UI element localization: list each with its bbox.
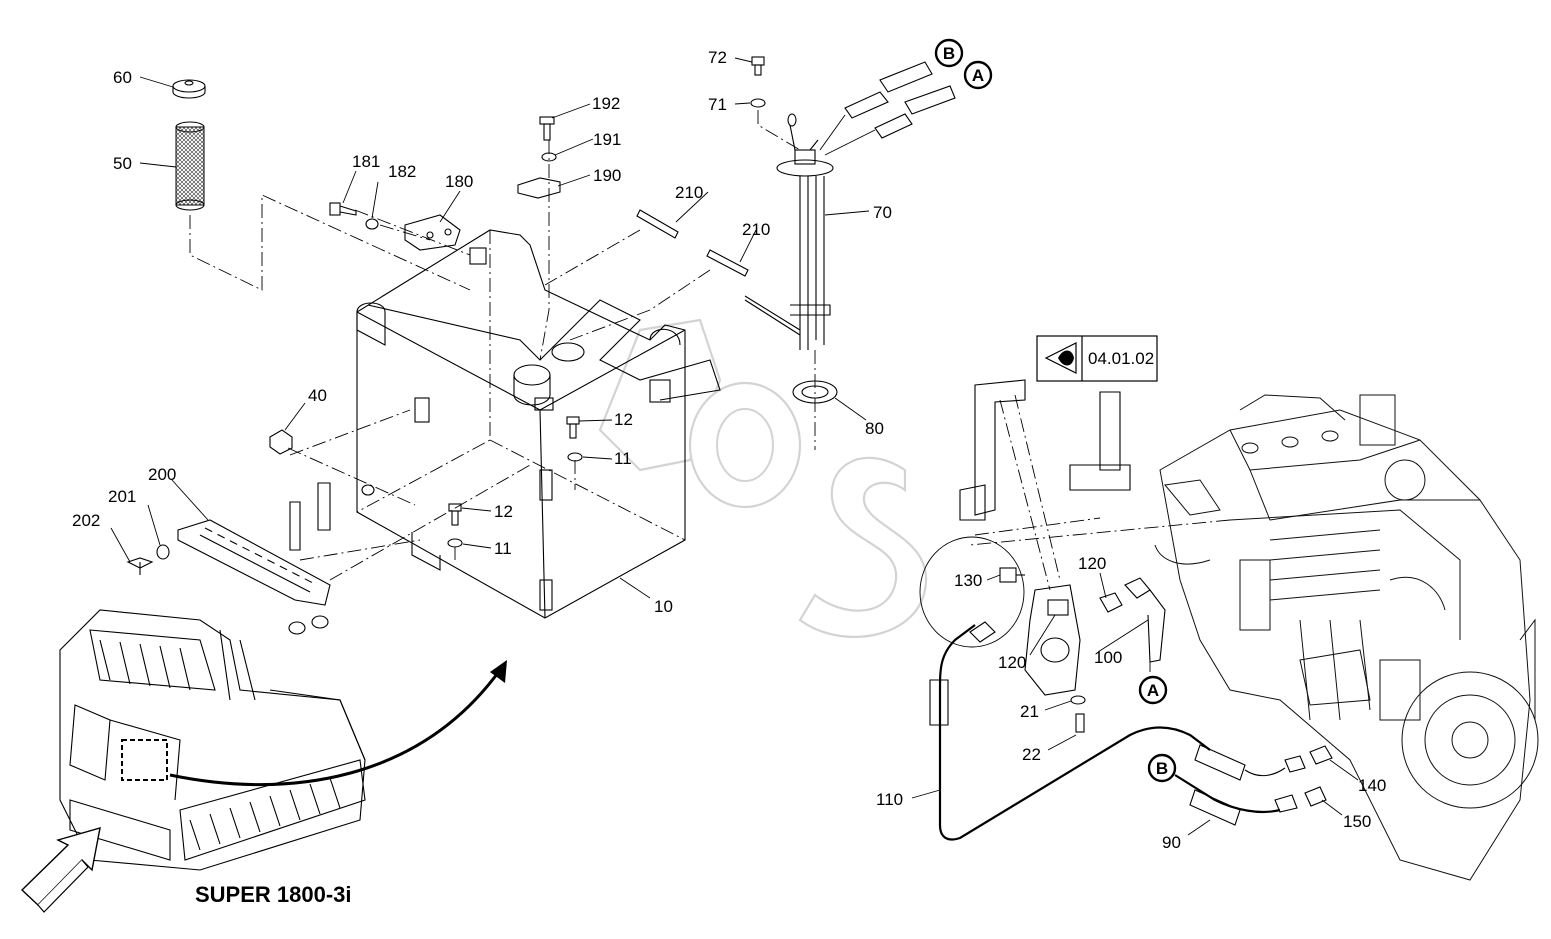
bolt-part-12-upper (566, 416, 580, 439)
washer-part-71 (750, 98, 766, 108)
label-210a: 210 (675, 183, 703, 202)
label-120b: 120 (998, 653, 1026, 672)
engine-illustration (1154, 394, 1539, 881)
fitting-part-140 (1309, 745, 1333, 765)
elbow-fitting-upper (1124, 577, 1166, 663)
callout-a-bottom: A (1138, 675, 1168, 705)
orientation-arrow-icon (20, 827, 101, 913)
bolt-part-22 (1075, 713, 1085, 733)
washer-part-201 (156, 544, 170, 560)
bolt-part-192 (539, 116, 555, 141)
label-80: 80 (865, 419, 884, 438)
view-reference-box: 04.01.02 (1036, 335, 1158, 382)
hose-end-110-top (929, 621, 996, 726)
hose-part-110 (938, 624, 1211, 841)
plug-part-130 (999, 567, 1025, 583)
label-11a: 11 (614, 449, 632, 468)
label-190: 190 (593, 166, 621, 185)
label-11b: 11 (494, 539, 512, 558)
label-100: 100 (1094, 648, 1122, 667)
pin-part-210-a (636, 209, 679, 239)
fitting-part-150 (1304, 786, 1327, 807)
washer-part-21 (1070, 695, 1086, 705)
filter-element-part-50 (175, 121, 205, 211)
label-50: 50 (113, 154, 132, 173)
washer-part-182 (365, 218, 379, 230)
label-120a: 120 (1078, 554, 1106, 573)
label-70: 70 (873, 203, 892, 222)
fitting-a-top (874, 85, 956, 139)
label-201: 201 (108, 487, 136, 506)
svg-text:04.01.02: 04.01.02 (1088, 349, 1154, 368)
label-10: 10 (654, 597, 673, 616)
fitting-b-top (844, 61, 933, 119)
label-192: 192 (592, 94, 620, 113)
hose-part-90 (1174, 774, 1281, 814)
svg-text:B: B (1156, 759, 1168, 778)
label-180: 180 (445, 172, 473, 191)
label-140: 140 (1358, 776, 1386, 795)
label-210b: 210 (742, 220, 770, 239)
eye-view-icon (1044, 342, 1077, 374)
valve-block (1024, 584, 1081, 696)
support-bracket (959, 379, 1131, 521)
hose-end-110-right (1194, 744, 1306, 781)
label-182: 182 (388, 162, 416, 181)
bolt-part-12-lower (448, 503, 462, 526)
hose-end-90 (1189, 789, 1298, 826)
label-110: 110 (876, 790, 903, 809)
filter-cap-part-60 (172, 79, 206, 99)
label-90: 90 (1162, 833, 1181, 852)
svg-text:A: A (1147, 681, 1159, 700)
label-202: 202 (72, 511, 100, 530)
svg-text:B: B (943, 44, 955, 63)
label-12a: 12 (614, 410, 633, 429)
washer-part-11-lower (447, 538, 463, 548)
studs (288, 482, 331, 635)
label-40: 40 (308, 386, 327, 405)
bolt-part-202 (126, 557, 154, 575)
washer-part-11-upper (567, 452, 583, 462)
paver-machine-illustration (59, 609, 366, 871)
direction-arrow-icon (169, 669, 502, 787)
label-191: 191 (593, 130, 621, 149)
callout-a-top: A (963, 60, 993, 90)
fitting-part-120-upper (1099, 592, 1123, 613)
label-200: 200 (148, 465, 176, 484)
model-label: SUPER 1800-3i (195, 882, 352, 907)
clamp-part-190 (517, 177, 561, 199)
mounting-plate-part-200 (177, 519, 331, 606)
level-sensor-part-70 (744, 113, 834, 350)
label-181: 181 (352, 152, 380, 171)
label-130: 130 (954, 571, 982, 590)
callout-b-top: B (934, 38, 964, 68)
label-22: 22 (1022, 745, 1041, 764)
label-60: 60 (113, 68, 132, 87)
watermark (598, 318, 928, 638)
hydraulic-tank-part-10 (356, 229, 721, 619)
nut-part-40 (269, 429, 293, 455)
label-12b: 12 (494, 502, 513, 521)
screw-part-72 (751, 56, 765, 76)
bracket-part-180 (404, 214, 461, 251)
pin-part-210-b (706, 249, 749, 277)
bolt-part-181 (329, 202, 357, 216)
svg-text:A: A (972, 66, 984, 85)
label-72: 72 (708, 48, 727, 67)
label-21: 21 (1020, 702, 1039, 721)
callout-b-bottom: B (1147, 753, 1177, 783)
label-71: 71 (708, 95, 727, 114)
label-150: 150 (1343, 812, 1371, 831)
